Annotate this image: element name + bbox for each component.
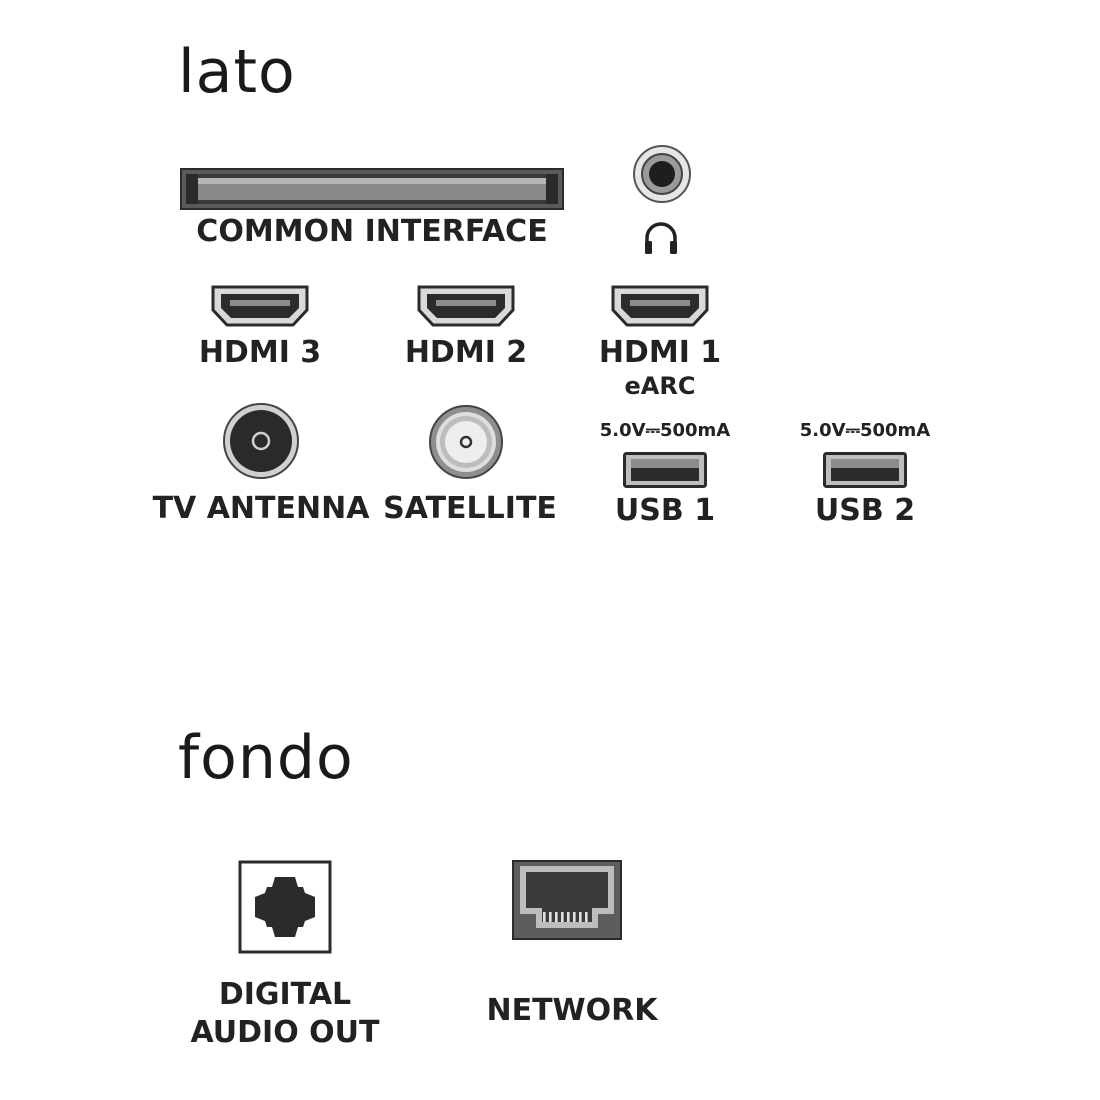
satellite-port-icon	[428, 404, 504, 480]
common-interface-label: COMMON INTERFACE	[196, 214, 548, 249]
usb-1-port-icon	[623, 452, 707, 488]
usb-1-label: USB 1	[614, 493, 716, 528]
network-label: NETWORK	[486, 993, 658, 1028]
section-title-bottom: fondo	[178, 723, 354, 793]
usb-2-spec-label: 5.0V⎓500mA	[799, 420, 931, 441]
tv-antenna-label: TV ANTENNA	[152, 491, 370, 526]
usb-1-spec-label: 5.0V⎓500mA	[599, 420, 731, 441]
hdmi-1-label: HDMI 1	[598, 335, 722, 370]
ci-slot-icon	[180, 168, 564, 210]
hdmi-1-earc-label: eARC	[624, 372, 696, 400]
headphone-jack-icon	[632, 144, 692, 204]
digital-audio-out-label-line2: AUDIO OUT	[190, 1015, 380, 1050]
hdmi-2-port-icon	[416, 284, 516, 328]
hdmi-2-label: HDMI 2	[404, 335, 528, 370]
hdmi-1-port-icon	[610, 284, 710, 328]
ethernet-port-icon	[512, 860, 622, 940]
usb-2-port-icon	[823, 452, 907, 488]
usb-2-label: USB 2	[814, 493, 916, 528]
digital-audio-out-label-line1: DIGITAL	[218, 977, 352, 1012]
hdmi-3-port-icon	[210, 284, 310, 328]
section-title-side: lato	[178, 37, 296, 107]
headphone-icon	[642, 220, 680, 256]
hdmi-3-label: HDMI 3	[198, 335, 322, 370]
optical-port-icon	[238, 860, 332, 954]
antenna-port-icon	[222, 402, 300, 480]
satellite-label: SATELLITE	[383, 491, 557, 526]
